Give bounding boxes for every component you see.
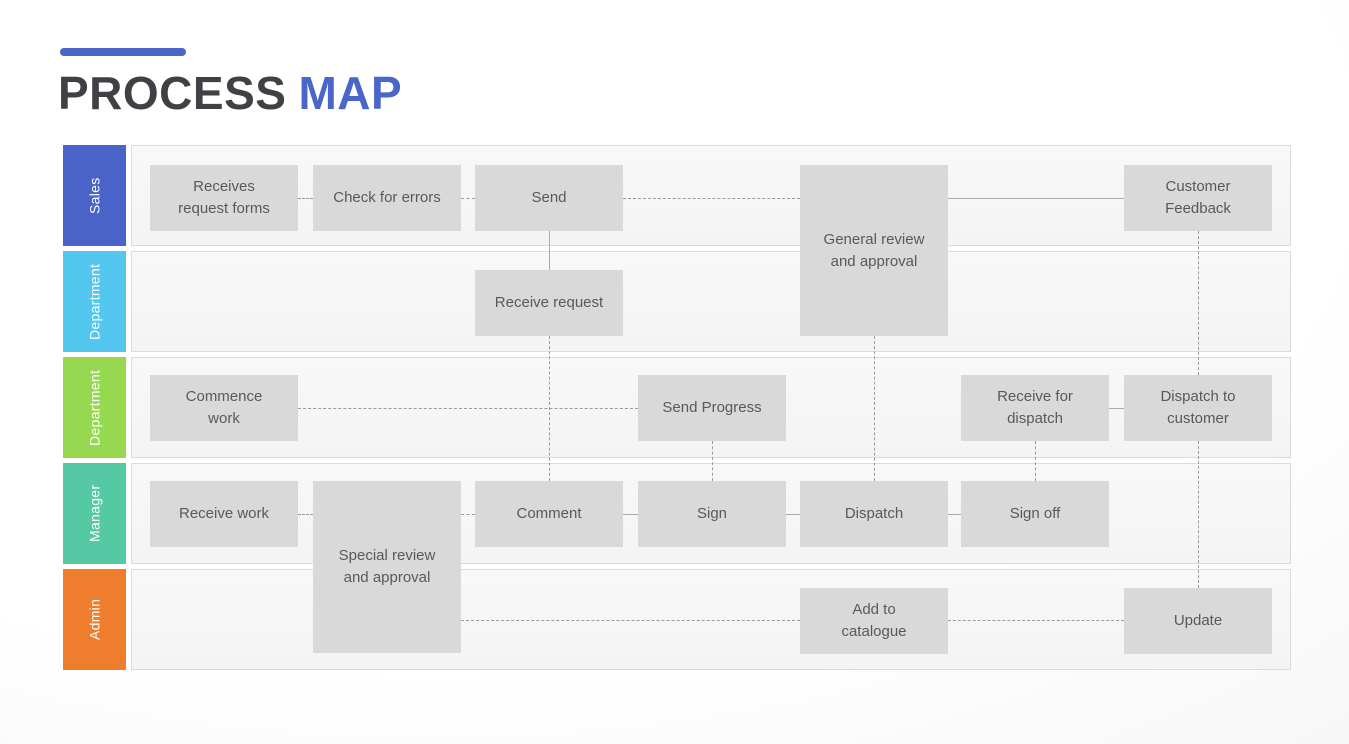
connector-general-review-to-dispatch xyxy=(874,336,875,481)
connector-check-for-errors-to-send xyxy=(461,198,475,199)
node-receives-request-forms: Receives request forms xyxy=(150,165,298,231)
lane-row-sales xyxy=(131,145,1291,246)
connector-send-to-general-review xyxy=(623,198,800,199)
node-receive-for-dispatch: Receive for dispatch xyxy=(961,375,1109,441)
node-dispatch-to-customer: Dispatch to customer xyxy=(1124,375,1272,441)
lane-label-department-2: Department xyxy=(63,357,126,458)
node-sign-off: Sign off xyxy=(961,481,1109,547)
title-accent-bar xyxy=(60,48,186,56)
node-dispatch: Dispatch xyxy=(800,481,948,547)
connector-general-review-to-customer-feedback xyxy=(948,198,1124,199)
page-title-word-1: PROCESS xyxy=(58,67,287,119)
node-send-progress: Send Progress xyxy=(638,375,786,441)
connector-customer-feedback-to-dispatch-to-customer xyxy=(1198,231,1199,375)
node-receive-work: Receive work xyxy=(150,481,298,547)
lane-row-department-1 xyxy=(131,251,1291,352)
connector-commence-work-to-send-progress xyxy=(298,408,638,409)
node-customer-feedback: Customer Feedback xyxy=(1124,165,1272,231)
node-sign: Sign xyxy=(638,481,786,547)
connector-dispatch-to-sign-off xyxy=(948,514,961,515)
connector-receives-request-forms-to-check-for-errors xyxy=(298,198,313,199)
node-update: Update xyxy=(1124,588,1272,654)
connector-receive-for-dispatch-to-sign-off xyxy=(1035,441,1036,481)
node-special-review: Special review and approval xyxy=(313,481,461,653)
lane-label-admin: Admin xyxy=(63,569,126,670)
connector-sign-to-dispatch xyxy=(786,514,800,515)
node-send: Send xyxy=(475,165,623,231)
connector-receive-for-dispatch-to-dispatch-to-customer xyxy=(1109,408,1124,409)
connector-comment-to-sign xyxy=(623,514,638,515)
node-add-to-catalogue: Add to catalogue xyxy=(800,588,948,654)
page-title-word-2: MAP xyxy=(298,67,403,119)
connector-dispatch-to-customer-to-update xyxy=(1198,441,1199,588)
lane-label-manager: Manager xyxy=(63,463,126,564)
lane-label-department-1: Department xyxy=(63,251,126,352)
node-commence-work: Commence work xyxy=(150,375,298,441)
node-comment: Comment xyxy=(475,481,623,547)
node-general-review: General review and approval xyxy=(800,165,948,336)
connector-add-to-catalogue-to-update xyxy=(948,620,1124,621)
connector-special-review-to-comment xyxy=(461,514,475,515)
connector-receive-work-to-special-review xyxy=(298,514,313,515)
lane-label-sales: Sales xyxy=(63,145,126,246)
connector-send-progress-to-sign xyxy=(712,441,713,481)
connector-special-review-to-add-to-catalogue xyxy=(461,620,800,621)
node-receive-request: Receive request xyxy=(475,270,623,336)
connector-send-to-receive-request xyxy=(549,231,550,270)
node-check-for-errors: Check for errors xyxy=(313,165,461,231)
